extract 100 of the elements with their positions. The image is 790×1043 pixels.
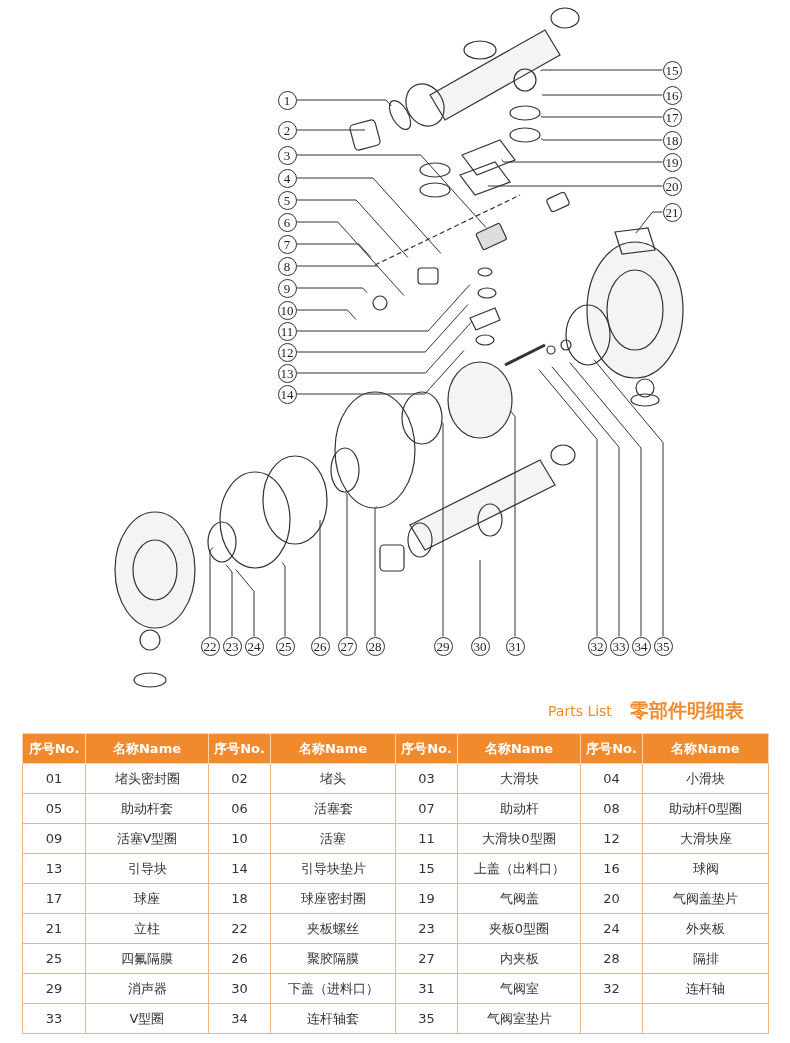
leader-line	[296, 177, 442, 255]
table-cell: 29	[22, 973, 86, 1004]
leader-line	[541, 94, 663, 96]
leader-line	[510, 410, 516, 637]
table-cell: 30	[208, 973, 271, 1004]
leader-line	[235, 569, 255, 637]
table-cell: 球座	[85, 883, 209, 914]
leader-line	[296, 221, 405, 297]
table-cell: 25	[22, 943, 86, 974]
leader-line	[296, 243, 372, 259]
table-cell: 33	[22, 1003, 86, 1034]
leader-line	[374, 505, 378, 637]
callout-number: 15	[662, 60, 682, 80]
table-cell: 气阀室	[457, 973, 581, 1004]
table-cell: 引导块	[85, 853, 209, 884]
table-cell: 13	[22, 853, 86, 884]
table-cell: 外夹板	[642, 913, 769, 944]
column-header: 序号No.	[208, 733, 271, 764]
heading-text: Parts List	[548, 703, 612, 719]
table-cell: 18	[208, 883, 271, 914]
table-cell: 23	[395, 913, 458, 944]
leader-line	[345, 492, 348, 637]
callout-number: 22	[200, 636, 220, 656]
leader-line	[540, 69, 663, 72]
table-cell: 03	[395, 763, 458, 794]
leader-line	[540, 115, 663, 118]
leader-line	[281, 561, 286, 637]
leader-line	[500, 159, 663, 163]
table-cell: 连杆轴	[642, 973, 769, 1004]
callout-number: 2	[277, 120, 297, 140]
table-cell: 27	[395, 943, 458, 974]
table-cell: 大滑块0型圈	[457, 823, 581, 854]
callout-number: 20	[662, 176, 682, 196]
table-cell: 助动杆套	[85, 793, 209, 824]
leader-line	[296, 287, 368, 294]
callout-number: 12	[277, 342, 297, 362]
leader-line	[209, 546, 214, 637]
callout-number: 28	[365, 636, 385, 656]
callout-number: 10	[277, 300, 297, 320]
table-cell: 02	[208, 763, 271, 794]
leader-line	[569, 362, 642, 637]
table-cell: 小滑块	[642, 763, 769, 794]
leader-line	[225, 564, 233, 637]
callout-number: 26	[310, 636, 330, 656]
table-cell: 34	[208, 1003, 271, 1034]
table-cell: 01	[22, 763, 86, 794]
leader-line	[296, 321, 472, 374]
callout-number: 4	[277, 168, 297, 188]
column-header: 名称Name	[642, 733, 769, 764]
callout-number: 17	[662, 107, 682, 127]
leader-line	[319, 519, 321, 637]
leader-line	[593, 359, 664, 637]
callout-number: 19	[662, 152, 682, 172]
callout-number: 25	[275, 636, 295, 656]
table-cell: 内夹板	[457, 943, 581, 974]
leader-line	[479, 559, 481, 637]
callout-number: 1	[277, 90, 297, 110]
table-cell: 28	[580, 943, 643, 974]
table-cell: 22	[208, 913, 271, 944]
table-cell: 16	[580, 853, 643, 884]
callout-number: 14	[277, 384, 297, 404]
table-cell: 14	[208, 853, 271, 884]
table-cell: 球座密封圈	[270, 883, 396, 914]
table-title: 零部件明细表	[630, 698, 744, 723]
leader-line	[551, 366, 620, 637]
callout-number: 5	[277, 190, 297, 210]
table-cell: 气阀盖垫片	[642, 883, 769, 914]
callout-number: 29	[433, 636, 453, 656]
table-cell: 气阀盖	[457, 883, 581, 914]
table-cell: 32	[580, 973, 643, 1004]
table-cell: 助动杆0型圈	[642, 793, 769, 824]
column-header: 名称Name	[85, 733, 209, 764]
leader-line	[296, 199, 409, 259]
table-cell: 夹板螺丝	[270, 913, 396, 944]
table-cell: 堵头	[270, 763, 396, 794]
column-header: 序号No.	[395, 733, 458, 764]
table-cell: 12	[580, 823, 643, 854]
leader-line	[296, 283, 471, 332]
table-cell: 08	[580, 793, 643, 824]
callout-number: 13	[277, 363, 297, 383]
callout-number: 7	[277, 234, 297, 254]
callout-number: 27	[337, 636, 357, 656]
table-cell: 11	[395, 823, 458, 854]
column-header: 序号No.	[580, 733, 643, 764]
table-cell: 上盖（出料口）	[457, 853, 581, 884]
table-cell: 连杆轴套	[270, 1003, 396, 1034]
table-cell: 下盖（进料口）	[270, 973, 396, 1004]
table-cell: 15	[395, 853, 458, 884]
table-cell: 消声器	[85, 973, 209, 1004]
leader-line	[635, 211, 663, 234]
table-cell: 31	[395, 973, 458, 1004]
callout-number: 33	[609, 636, 629, 656]
leader-line	[296, 349, 465, 395]
table-cell: 隔排	[642, 943, 769, 974]
table-cell: 21	[22, 913, 86, 944]
leader-line	[296, 129, 366, 131]
table-cell: 09	[22, 823, 86, 854]
table-cell: 26	[208, 943, 271, 974]
column-header: 名称Name	[270, 733, 396, 764]
table-cell: 17	[22, 883, 86, 914]
